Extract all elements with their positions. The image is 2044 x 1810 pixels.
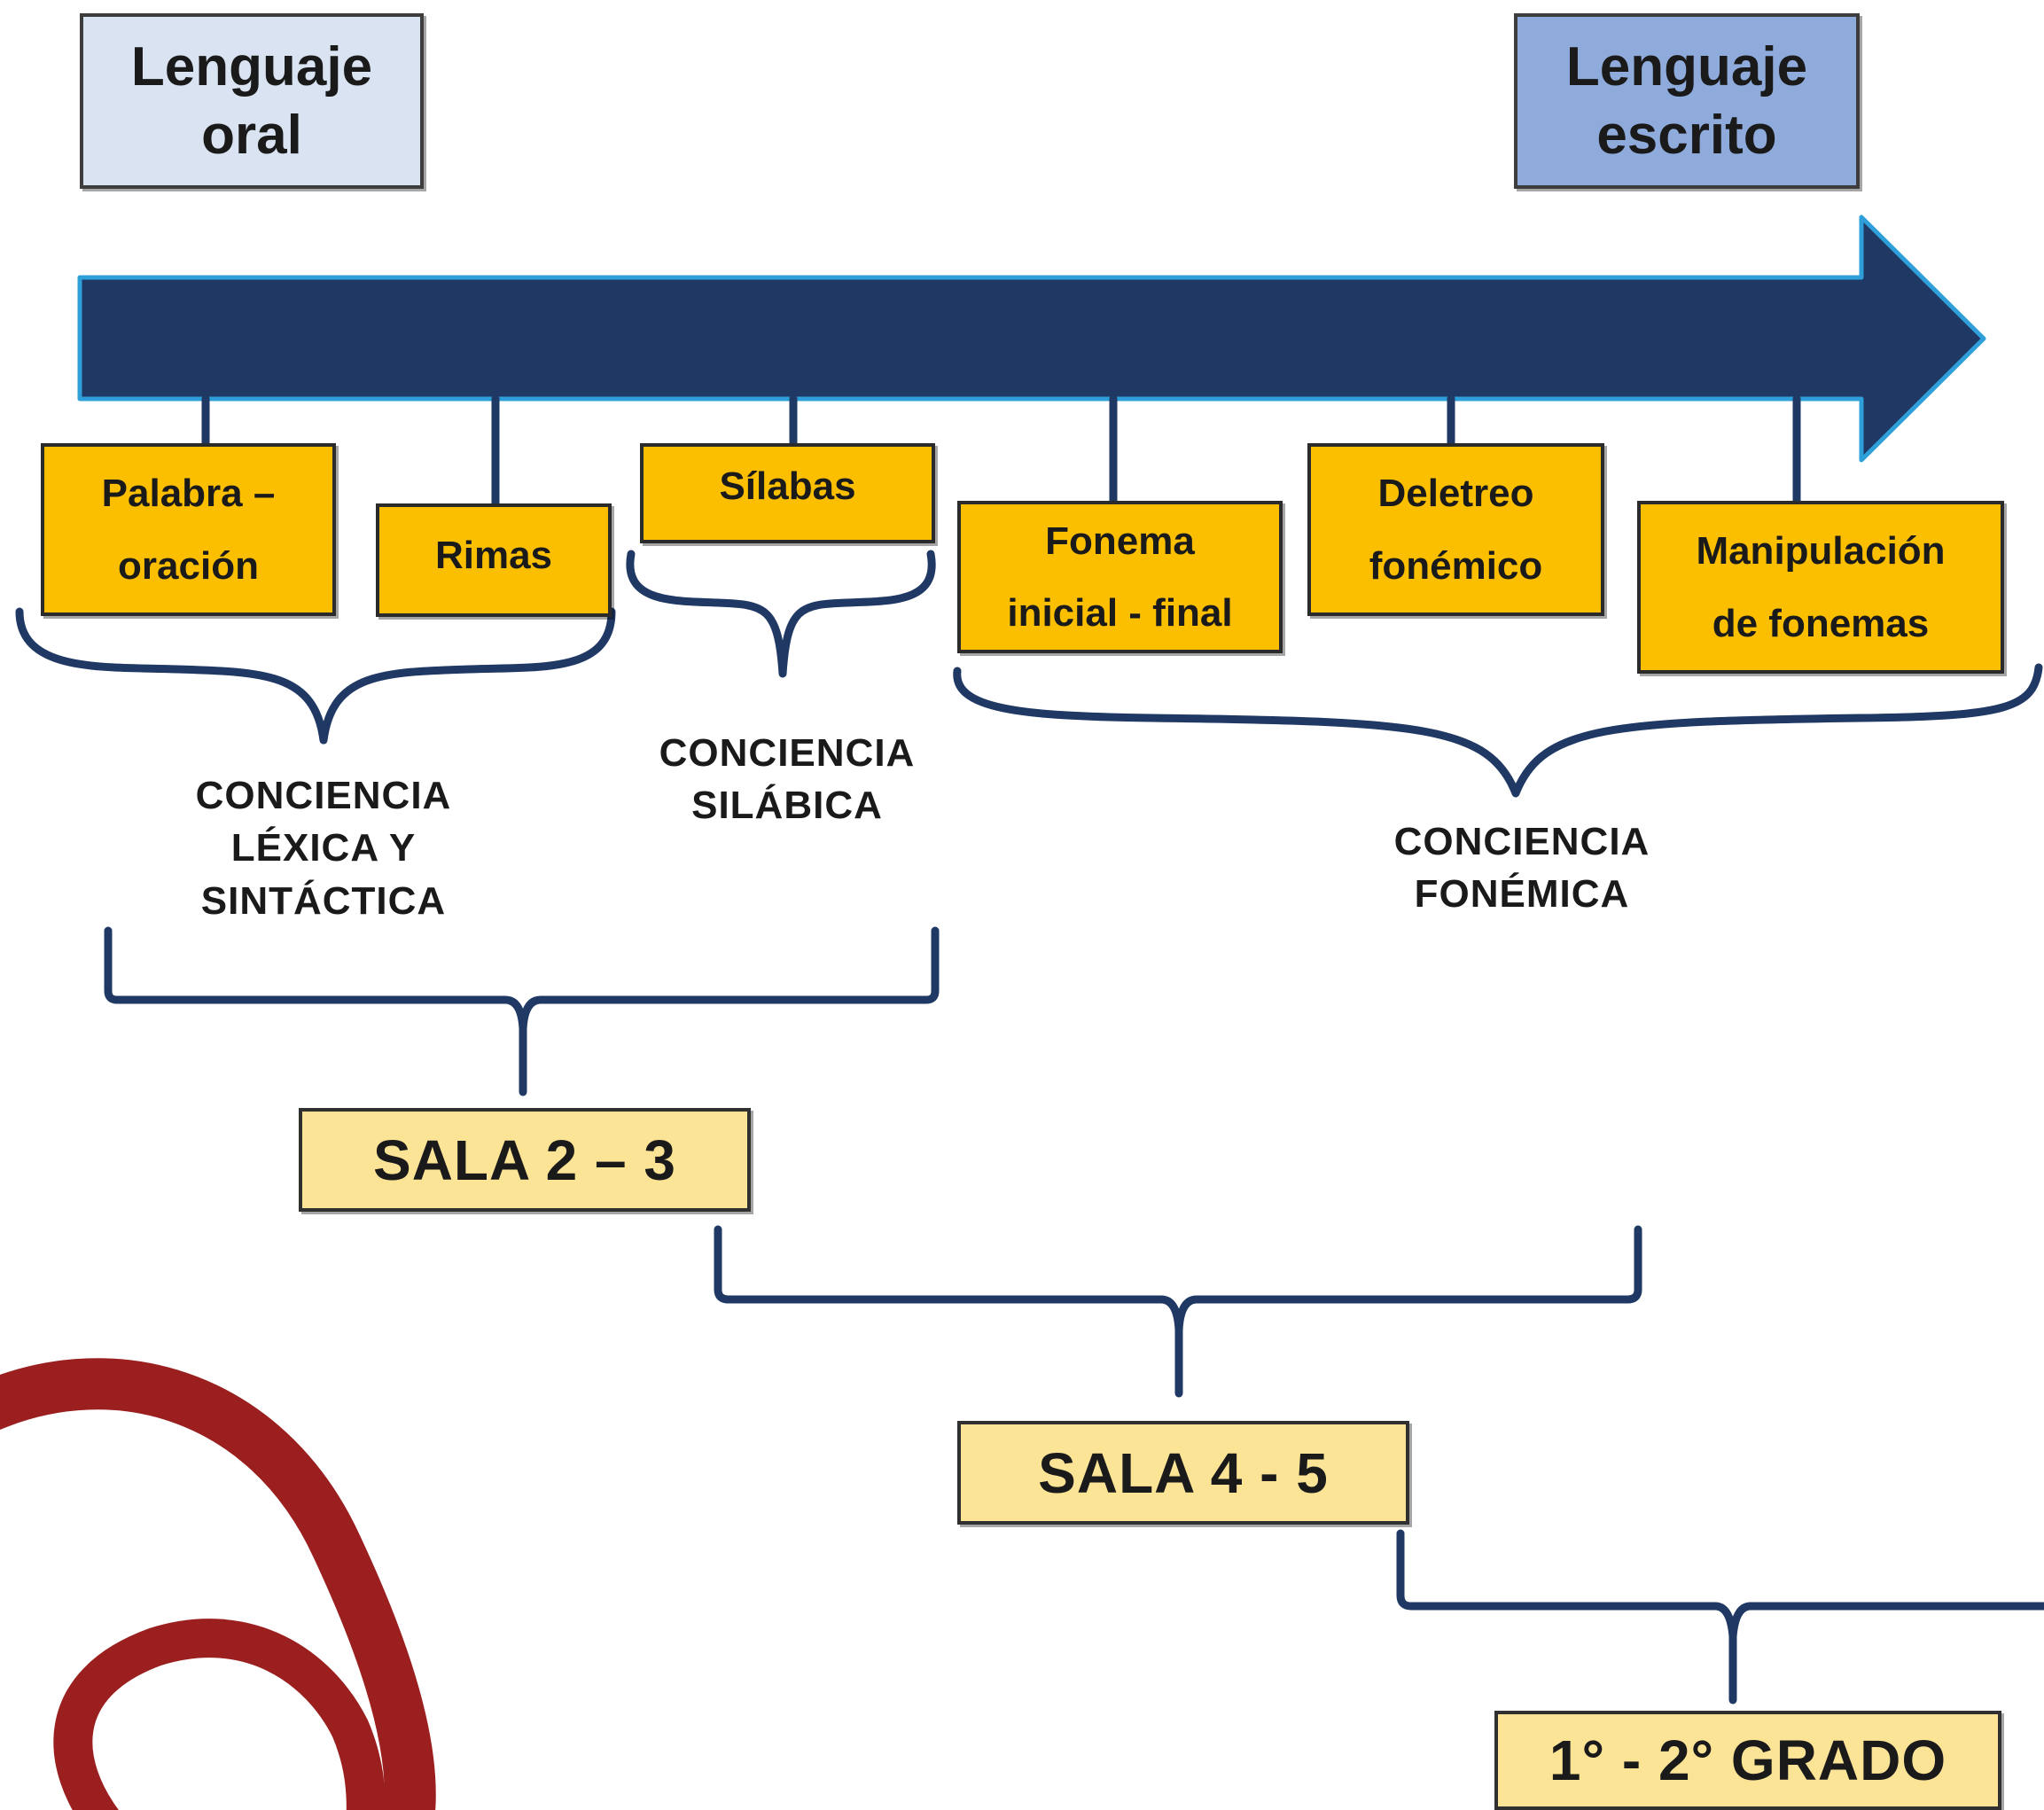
stage-sala-2-3: SALA 2 – 3 bbox=[299, 1108, 751, 1212]
step-rimas: Rimas bbox=[376, 503, 612, 617]
brace-lexica bbox=[15, 607, 616, 745]
label-lexica-line-1: CONCIENCIA bbox=[195, 774, 452, 817]
step-palabra-oracion: Palabra – oración bbox=[41, 443, 336, 616]
label-silabica-line-1: CONCIENCIA bbox=[659, 731, 916, 775]
step-palabra-line-2: oración bbox=[118, 543, 259, 588]
lenguaje-escrito-line-2: escrito bbox=[1596, 105, 1777, 166]
stage-sala-4-5-label: SALA 4 - 5 bbox=[1038, 1440, 1329, 1505]
step-fonema-line-1: Fonema bbox=[1045, 519, 1195, 563]
bracket-grado12 bbox=[1396, 1529, 2044, 1641]
step-manipulacion-fonemas: Manipulación de fonemas bbox=[1637, 501, 2004, 674]
step-fonema-line-2: inicial - final bbox=[1007, 591, 1233, 635]
bracket-sala23 bbox=[104, 926, 940, 1033]
stage-grado-1-2-label: 1° - 2° GRADO bbox=[1549, 1728, 1947, 1792]
brace-silabica bbox=[626, 550, 936, 678]
label-silabica-line-2: SILÁBICA bbox=[691, 784, 883, 828]
step-palabra-line-1: Palabra – bbox=[101, 472, 276, 516]
label-lexica-line-2: LÉXICA Y bbox=[230, 826, 417, 870]
step-silabas: Sílabas bbox=[640, 443, 935, 543]
step-manipulacion-line-1: Manipulación bbox=[1696, 529, 1946, 573]
lenguaje-escrito-box: Lenguaje escrito bbox=[1514, 13, 1860, 189]
step-deletreo-line-1: Deletreo bbox=[1377, 472, 1534, 516]
stage-sala-4-5: SALA 4 - 5 bbox=[957, 1421, 1409, 1525]
step-manipulacion-line-2: de fonemas bbox=[1712, 601, 1930, 645]
progression-arrow bbox=[77, 215, 1986, 463]
label-fonemica-line-1: CONCIENCIA bbox=[1393, 820, 1650, 863]
bracket-sala45 bbox=[714, 1225, 1642, 1334]
step-rimas-label: Rimas bbox=[434, 534, 553, 577]
stage-grado-1-2: 1° - 2° GRADO bbox=[1494, 1711, 2001, 1810]
step-silabas-label: Sílabas bbox=[719, 464, 856, 508]
lenguaje-escrito-line-1: Lenguaje bbox=[1565, 35, 1808, 98]
decorative-swirl bbox=[0, 1358, 436, 1810]
step-deletreo-fonemico: Deletreo fonémico bbox=[1307, 443, 1604, 616]
label-lexica-line-3: SINTÁCTICA bbox=[200, 878, 447, 923]
lenguaje-oral-line-1: Lenguaje bbox=[130, 35, 373, 98]
label-conciencia-silabica: CONCIENCIA SILÁBICA bbox=[610, 727, 964, 832]
lenguaje-oral-box: Lenguaje oral bbox=[80, 13, 424, 189]
step-fonema-inicial-final: Fonema inicial - final bbox=[957, 501, 1283, 653]
label-fonemica-line-2: FONÉMICA bbox=[1414, 872, 1630, 917]
lenguaje-oral-line-2: oral bbox=[201, 105, 302, 166]
step-deletreo-line-2: fonémico bbox=[1369, 543, 1543, 588]
label-conciencia-lexica: CONCIENCIA LÉXICA Y SINTÁCTICA bbox=[146, 769, 501, 927]
brace-fonemica bbox=[953, 663, 2043, 798]
stage-sala-2-3-label: SALA 2 – 3 bbox=[373, 1127, 676, 1192]
label-conciencia-fonemica: CONCIENCIA FONÉMICA bbox=[1345, 815, 1699, 921]
